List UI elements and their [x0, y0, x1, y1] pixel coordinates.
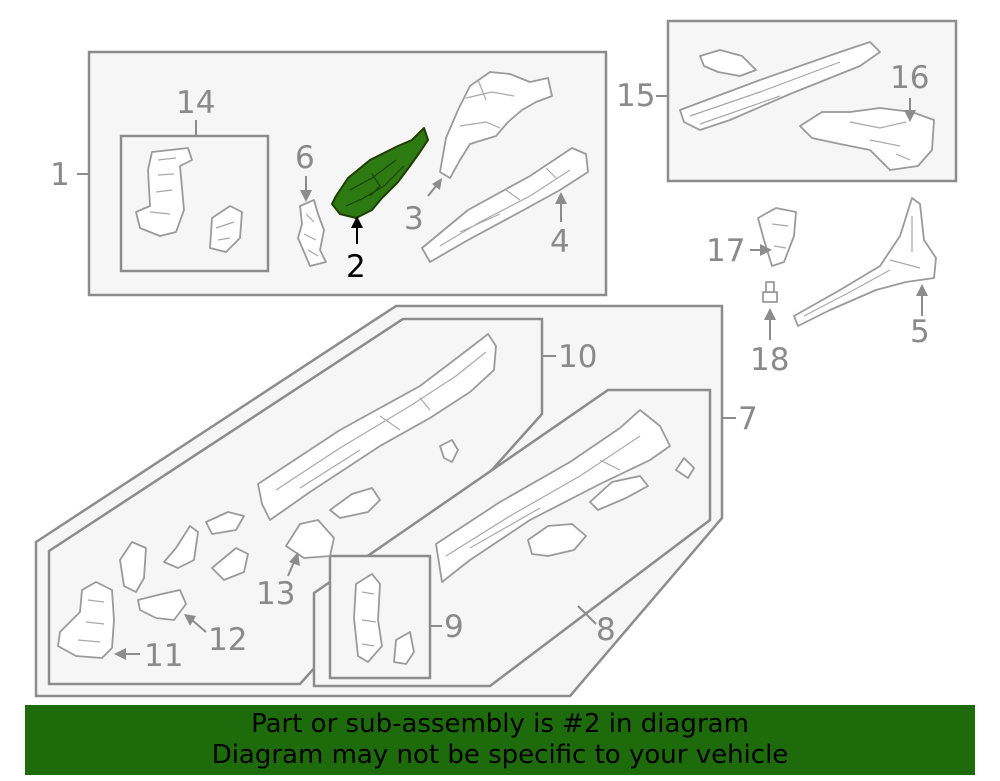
callout-2: 2 [346, 249, 366, 285]
callout-6: 6 [295, 140, 315, 176]
callout-3: 3 [404, 201, 424, 237]
part-16 [799, 107, 935, 171]
callout-11: 11 [144, 638, 183, 674]
callout-18: 18 [750, 342, 789, 378]
part-4 [421, 147, 589, 263]
part-15 [679, 41, 881, 131]
part-6 [297, 199, 327, 267]
part-2-shape [331, 127, 429, 219]
callout-12: 12 [208, 622, 247, 658]
info-banner: Part or sub-assembly is #2 in diagram Di… [25, 705, 975, 775]
part-12 [137, 589, 187, 621]
callout-14: 14 [176, 85, 215, 121]
banner-line-2: Diagram may not be specific to your vehi… [211, 740, 789, 770]
part-8 [435, 409, 671, 583]
callout-8: 8 [596, 612, 616, 648]
part-10-clip [439, 439, 459, 463]
group-9-box [328, 554, 432, 680]
callout-numbers: 1 2 3 4 5 6 7 8 9 10 11 12 13 14 15 16 1… [50, 60, 930, 674]
part-17 [757, 207, 797, 267]
part-3 [439, 71, 553, 179]
part-5 [793, 197, 937, 327]
banner-line-1: Part or sub-assembly is #2 in diagram [251, 709, 749, 739]
part-2-highlighted [331, 127, 429, 219]
callout-10: 10 [558, 339, 597, 375]
callout-7: 7 [738, 401, 758, 437]
leader-lines [77, 95, 928, 660]
part-10 [257, 333, 497, 521]
part-8-brackets [527, 457, 695, 557]
callout-15: 15 [616, 78, 655, 114]
part-14 [135, 147, 243, 253]
callout-9: 9 [444, 609, 464, 645]
callout-16: 16 [890, 60, 929, 96]
part-11 [57, 581, 115, 659]
callout-17: 17 [706, 233, 745, 269]
group-14-box [119, 134, 270, 273]
part-13-cluster [119, 487, 381, 593]
part-9 [353, 573, 415, 665]
callout-1: 1 [50, 157, 70, 193]
callout-4: 4 [550, 224, 570, 260]
callout-13: 13 [256, 576, 295, 612]
part-18 [762, 281, 778, 303]
callout-5: 5 [910, 314, 930, 350]
